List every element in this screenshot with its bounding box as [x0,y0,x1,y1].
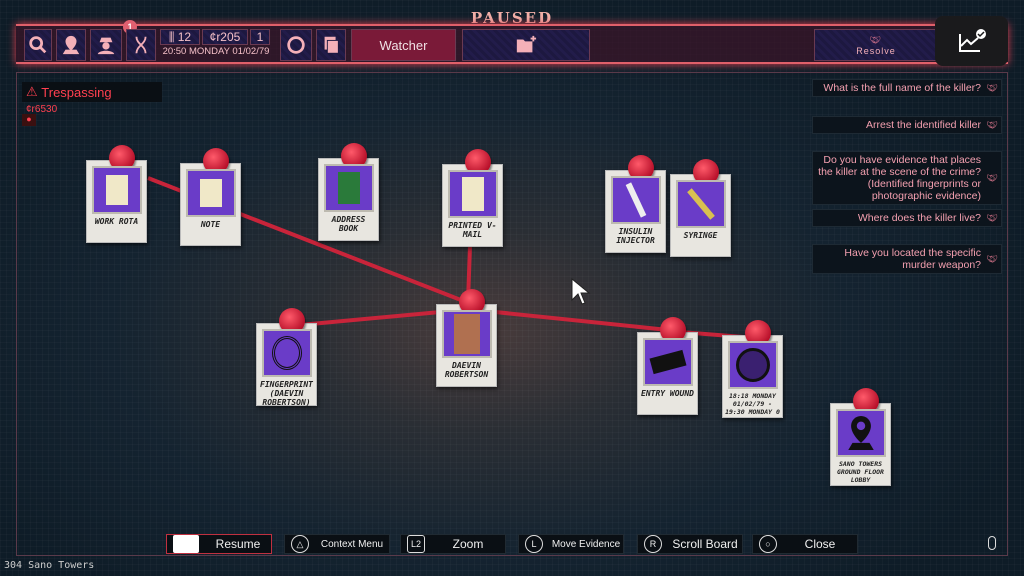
handshake-icon: 🤝︎ [986,120,998,130]
printout-icon [462,177,484,211]
circle-button-icon: ○ [759,535,777,553]
left-stick-icon: L [525,535,543,553]
stat-counter: ⫼ 12 [160,29,200,45]
location-icon [848,416,874,450]
string-daevin-wound [475,308,669,332]
context-menu-button[interactable]: △Context Menu [284,534,390,554]
wound-icon [649,349,687,375]
ring-button[interactable] [280,29,312,61]
trespassing-alert: ⚠ Trespassing [22,82,162,102]
portrait-icon [454,314,480,354]
watcher-button[interactable]: Watcher [351,29,456,61]
search-button[interactable] [24,29,52,61]
warning-icon: ⚠ [26,84,42,99]
string-fingerprint-daevin [299,308,463,327]
close-button[interactable]: ○Close [752,534,858,554]
circle-icon [287,36,305,54]
magnifier-icon [29,36,47,54]
top-bar: 1 ⫼ 12 ¢r205 1 20:50 MONDAY 01/02/79 Wat… [16,20,1008,64]
objective-murder-weapon[interactable]: Have you located the specific murder wea… [812,244,1002,274]
handshake-icon: 🤝︎ [986,83,998,93]
document-icon [106,175,128,205]
trespass-fine: ¢r6530 [26,104,58,115]
triangle-button-icon: △ [291,535,309,553]
evidence-time-of-death[interactable]: 18:18 Monday 01/02/79 - 19:30 Monday 0 [722,320,783,418]
fine-coins-icon: ● [22,114,36,126]
evidence-sano-towers-lobby[interactable]: Sano Towers Ground floor lobby [830,388,891,486]
square-button-icon: □ [173,535,199,553]
case-status-button[interactable] [935,16,1008,66]
dna-icon [135,36,147,54]
paused-label: PAUSED [470,9,554,27]
chart-check-icon [958,29,986,52]
objective-killer-home[interactable]: Where does the killer live?🤝︎ [812,209,1002,227]
handshake-icon: 🤝︎ [986,254,998,264]
evidence-daevin-robertson[interactable]: Daevin Robertson [436,289,497,387]
location-pin-icon [62,35,80,55]
notes-button[interactable] [316,29,346,61]
evidence-entry-wound[interactable]: Entry Wound [637,317,698,415]
resolve-button[interactable]: 🤝︎Resolve [814,29,938,61]
objective-killer-name[interactable]: What is the full name of the killer?🤝︎ [812,79,1002,97]
map-button[interactable] [56,29,86,61]
dna-button[interactable] [126,29,156,61]
handshake-icon: 🤝︎ [986,213,998,223]
credits: ¢r205 [202,29,248,45]
star-rating: 1 [250,29,270,45]
detective-icon [97,37,115,55]
evidence-address-book[interactable]: Address Book [318,143,379,241]
suspects-button[interactable] [90,29,122,61]
clock-icon [736,348,770,382]
right-stick-icon: R [644,535,662,553]
note-icon [200,179,222,207]
syringe-icon [687,188,715,220]
mouse-cursor-icon [571,278,591,305]
evidence-note[interactable]: Note [180,148,241,246]
evidence-fingerprint[interactable]: Fingerprint (Daevin Robertson) [256,308,317,407]
handshake-icon: 🤝︎ [986,173,998,183]
evidence-syringe[interactable]: Syringe [670,159,731,257]
datetime: 20:50 MONDAY 01/02/79 [162,46,270,57]
new-case-folder-button[interactable] [462,29,590,61]
objective-arrest[interactable]: Arrest the identified killer🤝︎ [812,116,1002,134]
objective-scene-evidence[interactable]: Do you have evidence that places the kil… [812,151,1002,205]
l2-button-icon: L2 [407,535,425,553]
injector-icon [625,182,647,218]
book-icon [338,172,360,204]
handshake-icon: 🤝︎ [869,34,883,45]
location-label: 304 Sano Towers [4,560,95,571]
bars-icon: ⫼ [168,29,178,44]
evidence-board[interactable] [16,72,1008,556]
folder-add-icon [516,35,537,53]
resume-button[interactable]: □Resume [166,534,272,554]
evidence-printed-vmail[interactable]: Printed V-Mail [442,149,503,247]
sticky-notes-icon [324,36,339,54]
evidence-insulin-injector[interactable]: Insulin Injector [605,155,666,253]
fingerprint-icon [272,336,302,370]
mic-icon [988,536,996,550]
evidence-work-rota[interactable]: Work Rota [86,145,147,243]
